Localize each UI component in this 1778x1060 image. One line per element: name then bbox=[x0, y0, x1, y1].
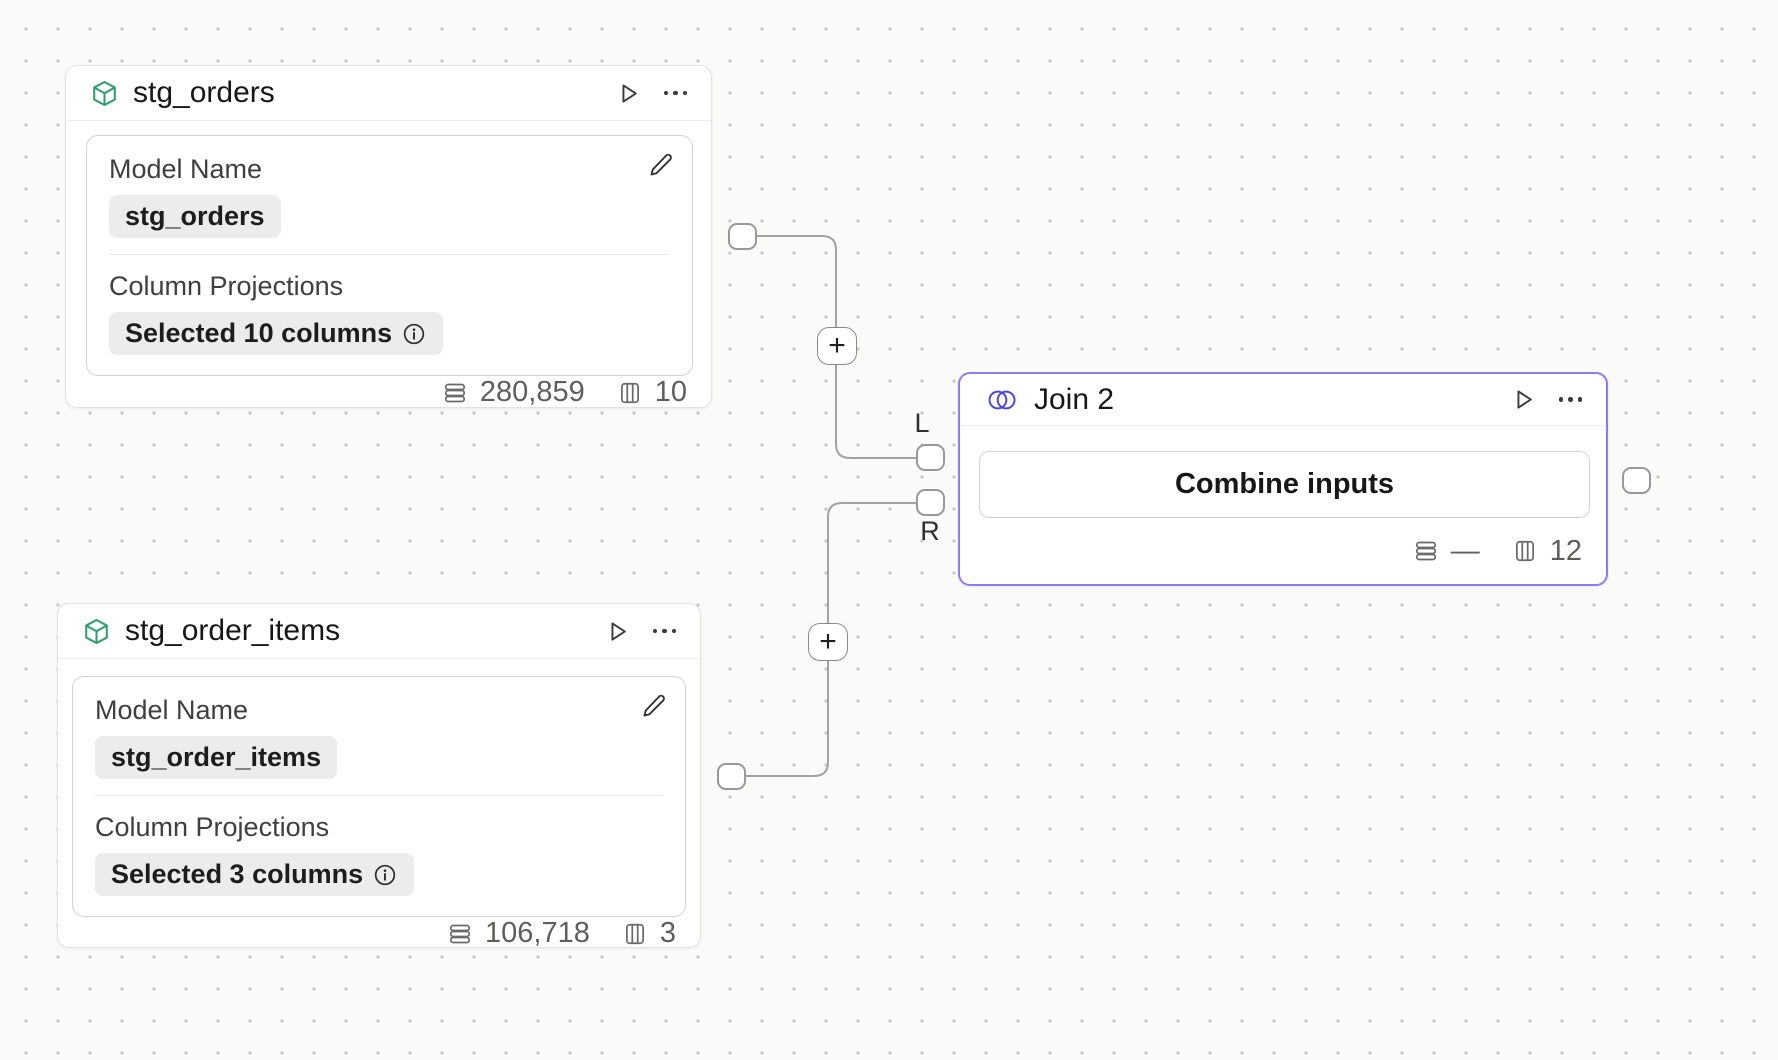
row-count-stat: — bbox=[1413, 535, 1480, 568]
row-count-stat: 106,718 bbox=[447, 917, 590, 950]
card-divider bbox=[109, 254, 670, 255]
output-port-stg-order-items[interactable] bbox=[717, 763, 746, 790]
play-icon bbox=[621, 83, 637, 103]
combine-inputs-button[interactable]: Combine inputs bbox=[979, 451, 1590, 518]
model-name-label: Model Name bbox=[95, 695, 249, 725]
node-stats: 280,859 10 bbox=[66, 376, 711, 409]
row-count-value: — bbox=[1450, 534, 1480, 567]
row-count-stat: 280,859 bbox=[442, 376, 585, 409]
node-stg-order-items[interactable]: stg_order_items Model Name stg bbox=[57, 603, 701, 950]
edit-model-name-button[interactable] bbox=[641, 693, 667, 719]
node-title: stg_orders bbox=[133, 76, 275, 109]
column-count-stat: 12 bbox=[1512, 535, 1582, 568]
column-projections-chip[interactable]: Selected 3 columns bbox=[95, 853, 415, 896]
rows-icon bbox=[444, 383, 465, 402]
column-projections-label: Column Projections bbox=[109, 271, 344, 301]
node-stats: — 12 bbox=[960, 518, 1606, 584]
info-circle-icon bbox=[374, 864, 396, 885]
venn-circles-icon bbox=[988, 390, 1016, 409]
ellipsis-icon bbox=[663, 80, 687, 106]
node-title: Join 2 bbox=[1034, 382, 1115, 416]
add-node-on-edge-button[interactable]: + bbox=[808, 623, 848, 661]
column-count-stat: 3 bbox=[622, 917, 676, 950]
info-circle-icon bbox=[403, 323, 425, 344]
output-port-stg-orders[interactable] bbox=[728, 223, 757, 250]
run-node-button[interactable] bbox=[615, 80, 642, 107]
row-count-value: 106,718 bbox=[485, 917, 590, 949]
row-count-value: 280,859 bbox=[479, 376, 585, 408]
column-projections-label: Column Projections bbox=[95, 812, 330, 842]
column-count-value: 10 bbox=[654, 376, 687, 408]
node-header: Join 2 bbox=[960, 374, 1606, 426]
node-stg-orders[interactable]: stg_orders Model Name stg_orde bbox=[65, 65, 712, 408]
column-count-stat: 10 bbox=[617, 376, 687, 409]
more-options-button[interactable] bbox=[652, 618, 676, 644]
edit-model-name-button[interactable] bbox=[648, 152, 674, 178]
more-options-button[interactable] bbox=[663, 80, 687, 106]
pencil-icon bbox=[643, 694, 665, 717]
output-port-join[interactable] bbox=[1622, 467, 1651, 494]
card-divider bbox=[95, 795, 663, 796]
node-header: stg_orders bbox=[66, 66, 711, 121]
cube-icon bbox=[93, 80, 116, 106]
column-projections-chip[interactable]: Selected 10 columns bbox=[109, 312, 444, 355]
join-left-input-port[interactable] bbox=[916, 444, 945, 471]
ellipsis-icon bbox=[652, 618, 676, 644]
columns-icon bbox=[620, 382, 639, 403]
cube-icon bbox=[85, 618, 108, 644]
more-options-button[interactable] bbox=[1558, 387, 1582, 413]
model-name-label: Model Name bbox=[109, 154, 263, 184]
columns-icon bbox=[1515, 540, 1534, 562]
run-node-button[interactable] bbox=[604, 618, 631, 645]
node-config-card: Model Name stg_order_items Column Projec… bbox=[72, 676, 686, 917]
right-port-label: R bbox=[920, 516, 940, 546]
model-name-chip[interactable]: stg_order_items bbox=[95, 736, 338, 779]
node-config-card: Model Name stg_orders Column Projections… bbox=[86, 135, 693, 376]
add-node-on-edge-button[interactable]: + bbox=[817, 327, 857, 365]
run-node-button[interactable] bbox=[1510, 386, 1537, 413]
left-port-label: L bbox=[914, 408, 930, 438]
join-right-input-port[interactable] bbox=[916, 489, 945, 516]
node-header: stg_order_items bbox=[58, 604, 700, 659]
rows-icon bbox=[1415, 541, 1436, 561]
node-title: stg_order_items bbox=[125, 614, 341, 647]
ellipsis-icon bbox=[1558, 387, 1582, 413]
pencil-icon bbox=[650, 153, 672, 176]
column-count-value: 12 bbox=[1549, 534, 1582, 567]
columns-icon bbox=[625, 923, 644, 944]
model-name-chip[interactable]: stg_orders bbox=[109, 195, 281, 238]
node-stats: 106,718 3 bbox=[58, 917, 700, 950]
rows-icon bbox=[449, 924, 471, 943]
node-join-2[interactable]: Join 2 Combine inputs — bbox=[958, 372, 1608, 586]
play-icon bbox=[610, 621, 626, 641]
column-count-value: 3 bbox=[659, 917, 676, 949]
play-icon bbox=[1516, 390, 1532, 409]
